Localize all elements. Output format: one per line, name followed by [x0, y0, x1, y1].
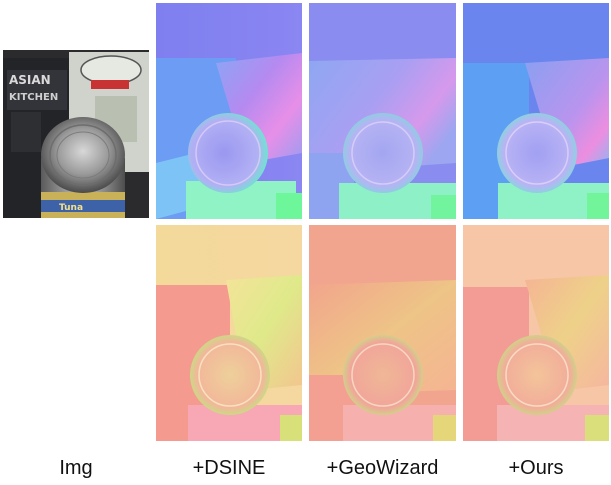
normal-map-geowizard-row2 [309, 225, 456, 441]
bag-brand-text: ASIAN [9, 73, 51, 87]
svg-text:KITCHEN: KITCHEN [9, 92, 58, 103]
normal-map-dsine-row2 [156, 225, 302, 441]
normal-map-ours-row1 [463, 3, 609, 219]
input-photo: ASIAN KITCHEN Tuna [3, 50, 149, 218]
normal-map-ours-row2 [463, 225, 609, 441]
normal-map-geowizard-row1 [309, 3, 456, 219]
can-label-text: Tuna [59, 203, 83, 213]
normal-map-dsine-row1 [156, 3, 302, 219]
caption-dsine: +DSINE [192, 457, 266, 479]
caption-ours: +Ours [508, 457, 564, 479]
caption-geowizard: +GeoWizard [326, 457, 439, 479]
caption-img: Img [59, 457, 93, 479]
